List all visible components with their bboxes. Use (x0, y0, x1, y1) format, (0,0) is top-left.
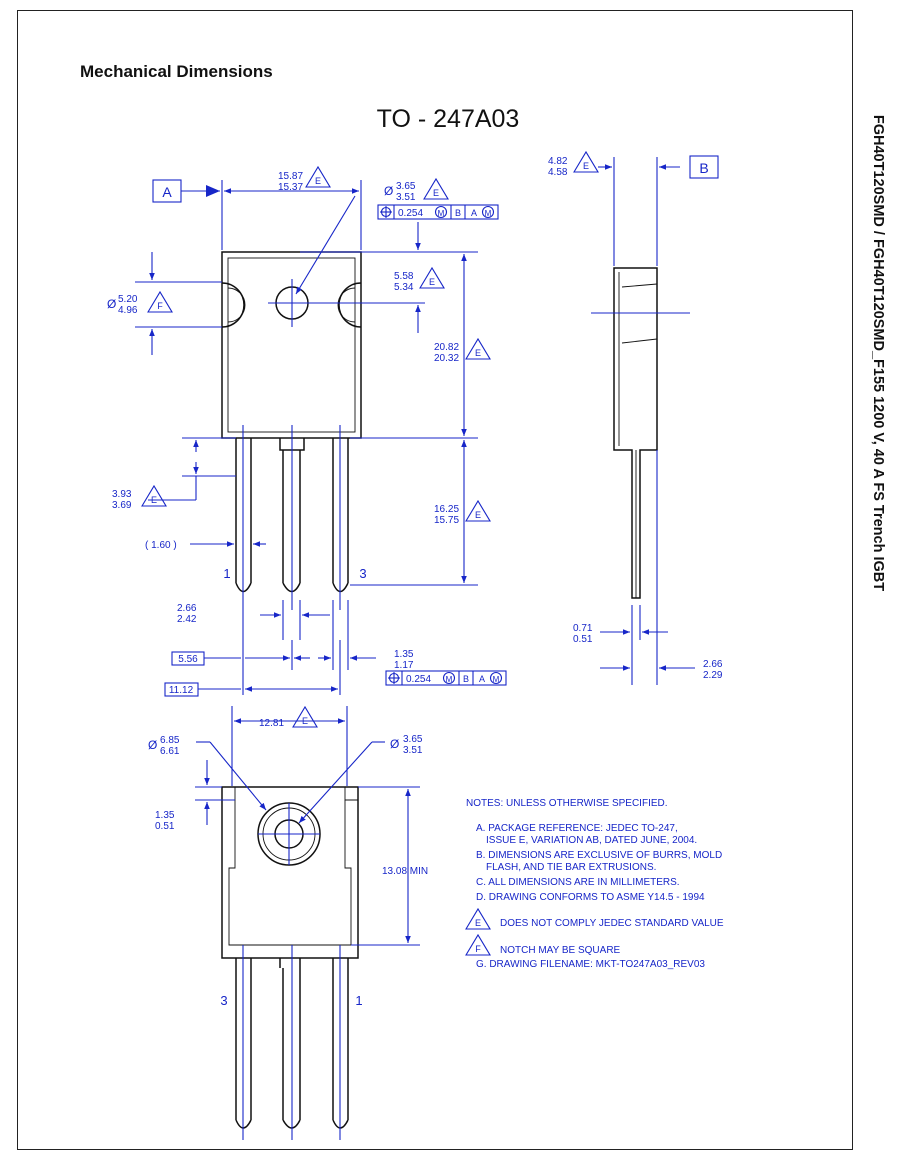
svg-text:A: A (479, 674, 485, 684)
svg-text:15.37: 15.37 (278, 182, 303, 193)
front-view (221, 251, 362, 610)
fcf-top: 0.254 M B A M (377, 204, 499, 220)
svg-text:3.93: 3.93 (112, 489, 132, 500)
svg-text:3.51: 3.51 (396, 192, 416, 203)
svg-text:15.75: 15.75 (434, 515, 459, 526)
fcf-lead: 0.254 M B A M (385, 670, 507, 686)
notes: NOTES: UNLESS OTHERWISE SPECIFIED. A. PA… (465, 798, 724, 970)
svg-text:Ø: Ø (390, 737, 399, 751)
svg-text:0.71: 0.71 (573, 623, 593, 634)
package-title: TO - 247A03 (377, 105, 520, 133)
svg-text:3: 3 (220, 993, 227, 1008)
svg-text:DOES NOT COMPLY JEDEC STANDARD: DOES NOT COMPLY JEDEC STANDARD VALUE (500, 918, 724, 929)
svg-text:NOTCH MAY BE SQUARE: NOTCH MAY BE SQUARE (500, 945, 621, 956)
svg-text:4.58: 4.58 (548, 167, 568, 178)
svg-text:C. ALL DIMENSIONS ARE IN MILL: C. ALL DIMENSIONS ARE IN MILLIMETERS. (476, 877, 680, 888)
svg-text:E: E (433, 188, 439, 198)
svg-text:1.35: 1.35 (155, 810, 175, 821)
svg-text:6.61: 6.61 (160, 746, 180, 757)
svg-text:1.17: 1.17 (394, 660, 414, 671)
svg-text:5.58: 5.58 (394, 271, 414, 282)
svg-text:E: E (302, 716, 308, 726)
svg-text:0.51: 0.51 (573, 634, 593, 645)
svg-text:5.56: 5.56 (178, 654, 198, 665)
svg-text:B. DIMENSIONS ARE EXCLUSIVE O: B. DIMENSIONS ARE EXCLUSIVE OF BURRS, MO… (476, 850, 722, 861)
svg-text:1.35: 1.35 (394, 649, 414, 660)
svg-text:13.08 MIN: 13.08 MIN (382, 866, 428, 877)
svg-text:E: E (151, 495, 157, 505)
svg-text:11.12: 11.12 (169, 685, 194, 696)
svg-text:4.96: 4.96 (118, 305, 138, 316)
svg-text:5.34: 5.34 (394, 282, 414, 293)
svg-text:3.51: 3.51 (403, 745, 423, 756)
svg-text:E: E (583, 161, 589, 171)
svg-text:Ø: Ø (107, 297, 116, 311)
svg-text:4.82: 4.82 (548, 156, 568, 167)
svg-text:3.65: 3.65 (396, 181, 416, 192)
svg-text:0.51: 0.51 (155, 821, 175, 832)
svg-text:D. DRAWING CONFORMS TO ASME Y: D. DRAWING CONFORMS TO ASME Y14.5 - 1994 (476, 892, 705, 903)
side-view (591, 267, 690, 599)
svg-text:M: M (446, 675, 453, 684)
svg-text:B: B (699, 160, 708, 176)
svg-text:12.81: 12.81 (259, 718, 284, 729)
svg-text:FLASH, AND TIE BAR EXTRUSIONS.: FLASH, AND TIE BAR EXTRUSIONS. (486, 862, 656, 873)
svg-text:NOTES: UNLESS OTHERWISE SPECIF: NOTES: UNLESS OTHERWISE SPECIFIED. (466, 798, 668, 809)
svg-text:ISSUE E, VARIATION AB, DATED J: ISSUE E, VARIATION AB, DATED JUNE, 2004. (486, 835, 697, 846)
svg-text:( 1.60 ): ( 1.60 ) (145, 540, 177, 551)
svg-text:1: 1 (223, 566, 230, 581)
svg-text:2.29: 2.29 (703, 670, 723, 681)
svg-text:Ø: Ø (148, 738, 157, 752)
svg-text:A: A (162, 184, 172, 200)
svg-text:6.85: 6.85 (160, 735, 180, 746)
svg-text:M: M (493, 675, 500, 684)
svg-text:1: 1 (355, 993, 362, 1008)
svg-text:20.32: 20.32 (434, 353, 459, 364)
svg-text:B: B (463, 674, 469, 684)
svg-text:M: M (438, 209, 445, 218)
svg-text:3: 3 (359, 566, 366, 581)
svg-text:G. DRAWING FILENAME: MKT-TO24: G. DRAWING FILENAME: MKT-TO247A03_REV03 (476, 959, 705, 970)
svg-text:5.20: 5.20 (118, 294, 138, 305)
svg-text:A. PACKAGE REFERENCE: JEDEC T: A. PACKAGE REFERENCE: JEDEC TO-247, (476, 823, 678, 834)
svg-text:E: E (475, 348, 481, 358)
back-view (221, 786, 359, 1140)
datum-b-box (689, 155, 719, 179)
svg-text:3.69: 3.69 (112, 500, 132, 511)
svg-text:E: E (475, 918, 481, 928)
svg-text:20.82: 20.82 (434, 342, 459, 353)
svg-text:16.25: 16.25 (434, 504, 459, 515)
svg-text:E: E (475, 510, 481, 520)
svg-text:15.87: 15.87 (278, 171, 303, 182)
svg-text:0.254: 0.254 (406, 674, 431, 685)
svg-text:Ø: Ø (384, 184, 393, 198)
svg-text:B: B (455, 208, 461, 218)
svg-text:A: A (471, 208, 477, 218)
svg-text:0.254: 0.254 (398, 208, 423, 219)
svg-text:F: F (157, 301, 163, 311)
svg-text:F: F (475, 944, 481, 954)
svg-text:2.66: 2.66 (177, 603, 197, 614)
section-heading: Mechanical Dimensions (80, 62, 273, 81)
svg-text:E: E (315, 176, 321, 186)
svg-text:2.42: 2.42 (177, 614, 197, 625)
svg-text:M: M (485, 209, 492, 218)
svg-text:2.66: 2.66 (703, 659, 723, 670)
svg-text:3.65: 3.65 (403, 734, 423, 745)
svg-text:E: E (429, 277, 435, 287)
